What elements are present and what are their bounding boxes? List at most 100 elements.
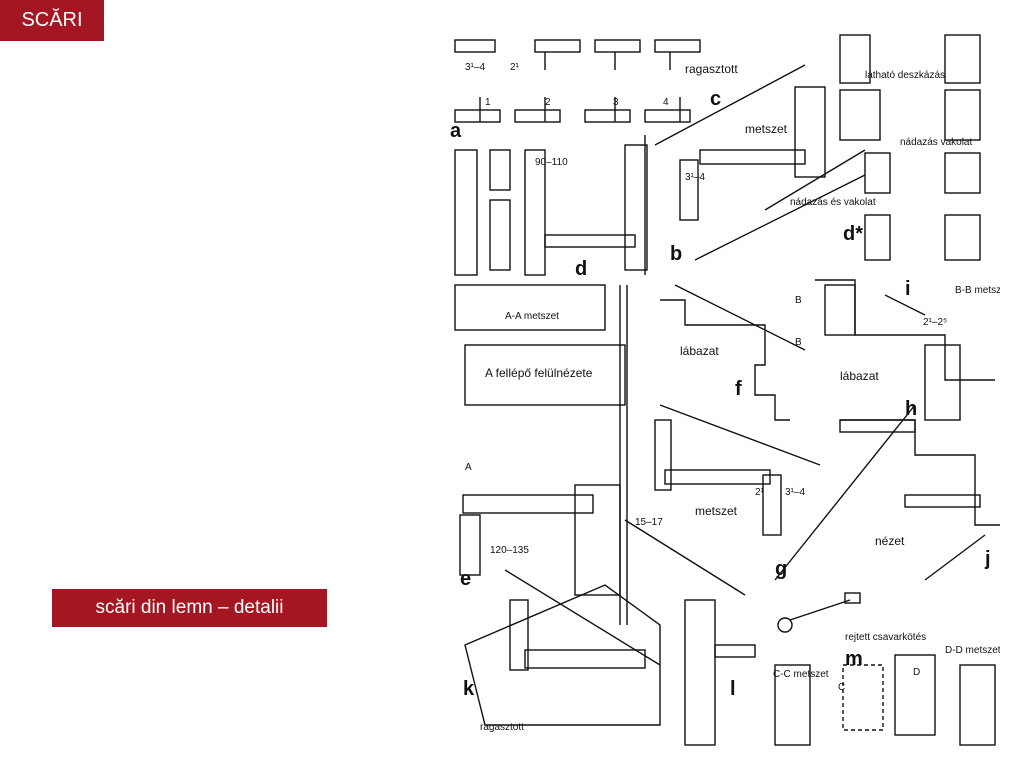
tread-top-view-e (464, 344, 626, 406)
riser-k (509, 599, 529, 671)
label-c: c (710, 88, 721, 110)
wall-detail-1b (944, 34, 981, 84)
tread-j1 (839, 419, 916, 433)
riser-g (654, 419, 672, 491)
post-e (459, 514, 481, 576)
wall-detail-3b (944, 152, 981, 194)
text-bb-metszet: B-B metszet (955, 285, 1000, 296)
baseboard-f (660, 299, 790, 421)
dim-2-a: 2¹ (510, 62, 520, 73)
label-e: e (460, 568, 471, 590)
dim-3-4-g: 3¹–4 (785, 487, 805, 498)
label-f: f (735, 378, 742, 400)
caption-badge: scări din lemn – detalii (52, 589, 327, 627)
text-rejtett: rejtett csavarkötés (845, 632, 926, 643)
dim-3-4-b: 3¹–4 (685, 172, 705, 183)
tread-l (714, 644, 756, 658)
joint-a-bot-4 (644, 109, 691, 123)
text-nadazas-right: nádazás vakolat (900, 137, 972, 148)
text-metszet-c: metszet (745, 122, 788, 136)
mark-a-left: A (465, 462, 472, 473)
label-i: i (905, 278, 911, 300)
mark-c: C (838, 682, 845, 693)
stair-riser-b (679, 159, 699, 221)
slide-title-badge: SCĂRI (0, 0, 104, 41)
tread-g (664, 469, 771, 485)
tread-k (524, 649, 646, 669)
text-aa-metszet: A-A metszet (505, 311, 559, 322)
text-labazat-h: lábazat (840, 369, 879, 383)
text-lathato: látható deszkázás (865, 70, 945, 81)
text-dd-metszet: D-D metszet (945, 645, 1000, 656)
hidden-joint-m (842, 664, 884, 731)
stringer-g (762, 474, 782, 536)
joint-a-bot-1 (454, 109, 501, 123)
riser-h2 (924, 344, 961, 421)
wall-detail-3 (864, 152, 891, 194)
text-ragasztott-k: ragasztott (480, 722, 524, 733)
tread-section-d2 (489, 149, 511, 191)
tread-j2 (904, 494, 981, 508)
label-m: m (845, 648, 863, 670)
num-1: 1 (485, 97, 491, 108)
technical-drawing: a b c d d* e f g h i j k l m ragasztott … (450, 34, 1000, 746)
wood-block-m (959, 664, 996, 746)
tread-plan-e (454, 284, 606, 331)
joint-a-top-2 (534, 39, 581, 53)
label-k: k (463, 678, 475, 700)
joint-a-top-3 (594, 39, 641, 53)
tread-plank-d (544, 234, 636, 248)
mark-b-top: B (795, 295, 802, 306)
joint-a-top-1 (454, 39, 496, 53)
label-b: b (670, 243, 682, 265)
wall-detail-2 (839, 89, 881, 141)
stair-tread-c (699, 149, 806, 165)
label-j: j (984, 548, 991, 570)
text-nezet: nézet (875, 534, 905, 548)
tread-section-d1 (454, 149, 478, 276)
mark-d: D (913, 667, 920, 678)
wall-detail-4 (864, 214, 891, 261)
tread-section-d4 (524, 149, 546, 276)
dim-120-135: 120–135 (490, 545, 529, 556)
wall-detail-2b (944, 89, 981, 141)
stair-block-k (464, 584, 661, 726)
stair-riser-c (794, 86, 826, 178)
text-cc-metszet: C-C metszet (773, 669, 829, 680)
stair-view-j (840, 419, 1000, 526)
dim-15-17: 15–17 (635, 517, 663, 528)
joint-a-bot-3 (584, 109, 631, 123)
dim-90-110: 90–110 (535, 157, 568, 168)
wall-detail-4b (944, 214, 981, 261)
cc-section-m (774, 664, 811, 746)
num-4: 4 (663, 97, 669, 108)
label-l: l (730, 678, 736, 700)
stringer-d (624, 144, 648, 271)
post-l (684, 599, 716, 746)
label-g: g (775, 558, 787, 580)
label-a: a (450, 120, 462, 142)
slide-title: SCĂRI (21, 9, 83, 31)
tread-section-e (462, 494, 594, 514)
num-2: 2 (545, 97, 551, 108)
dim-2-g: 2¹ (755, 487, 765, 498)
dd-section-m (894, 654, 936, 736)
text-fellepo: A fellépő felülnézete (485, 366, 593, 380)
bolt-head-m (777, 617, 793, 633)
num-3: 3 (613, 97, 619, 108)
bolt-nut-m (844, 592, 861, 604)
wall-detail-1 (839, 34, 871, 84)
label-h: h (905, 398, 917, 420)
text-ragasztott-top: ragasztott (685, 62, 738, 76)
stair-profile-h (815, 279, 995, 381)
text-metszet-g: metszet (695, 504, 738, 518)
label-d-star: d* (843, 223, 863, 245)
text-labazat-f: lábazat (680, 344, 719, 358)
riser-h (824, 284, 856, 336)
joint-a-bot-2 (514, 109, 561, 123)
stringer-e (574, 484, 621, 596)
caption-text: scări din lemn – detalii (95, 597, 284, 618)
dim-2-25: 2¹–2⁵ (923, 317, 947, 328)
mark-b-bottom: B (795, 337, 802, 348)
dim-3-4-a: 3¹–4 (465, 62, 485, 73)
